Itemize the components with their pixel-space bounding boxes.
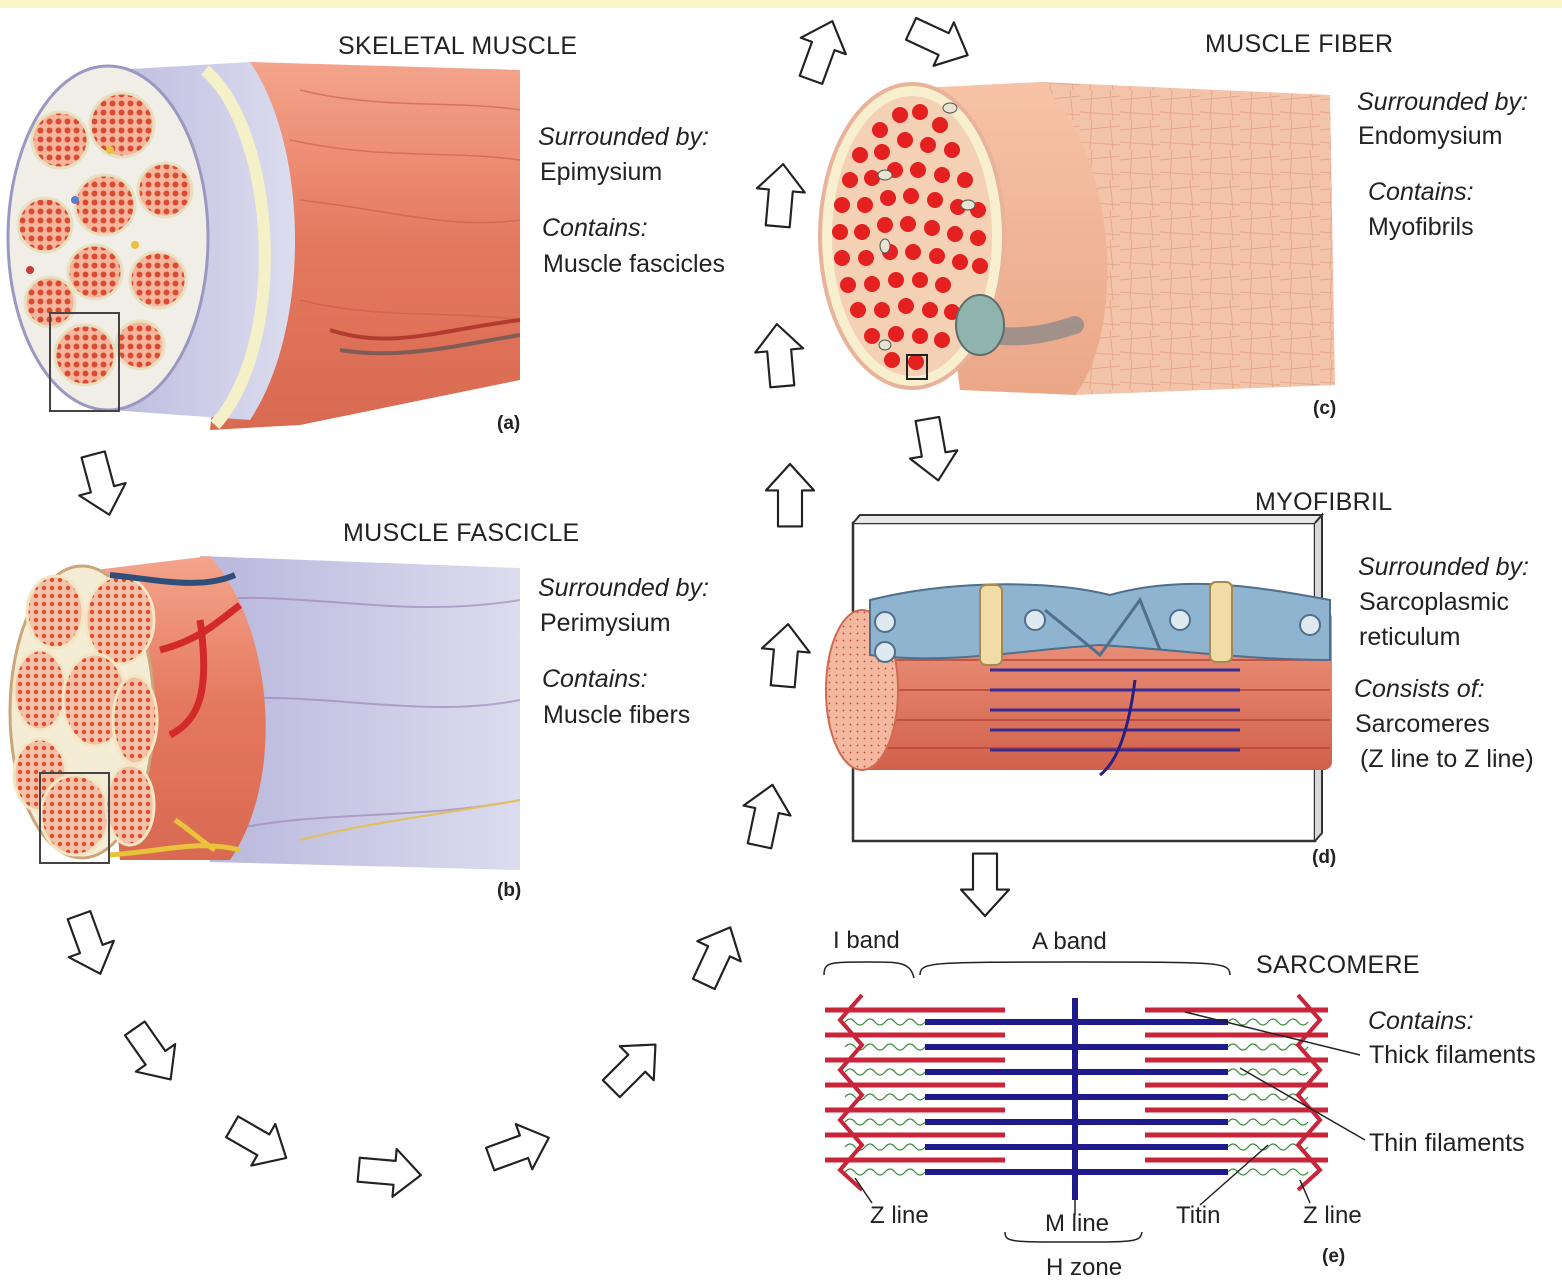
z-line-left-label: Z line [870, 1202, 929, 1231]
panel-a-contains-label: Contains: [542, 213, 648, 243]
panel-c-surrounded-label: Surrounded by: [1357, 87, 1528, 117]
panel-b-contains-label: Contains: [542, 664, 648, 694]
arrow-to-c-icon [901, 7, 978, 77]
panel-a-contains-value: Muscle fascicles [543, 249, 725, 279]
muscle-fiber-drawing [820, 82, 1335, 395]
panel-a-letter: (a) [497, 413, 520, 436]
z-line-right-label: Z line [1303, 1202, 1362, 1231]
thick-filaments-label: Thick filaments [1369, 1040, 1536, 1070]
arrow-b-curve-7-icon [682, 917, 752, 994]
panel-b-surrounded-label: Surrounded by: [538, 573, 709, 603]
panel-a-surrounded-label: Surrounded by: [538, 122, 709, 152]
panel-b-surrounded-value: Perimysium [540, 608, 671, 638]
arrow-b-curve-10-icon [766, 464, 814, 526]
i-band-label: I band [833, 927, 900, 956]
arrow-c-to-d-icon [904, 415, 962, 485]
panel-d-title: MYOFIBRIL [1255, 487, 1392, 517]
panel-a-surrounded-value: Epimysium [540, 157, 662, 187]
arrow-d-to-e-icon [961, 854, 1009, 916]
panel-c-contains-value: Myofibrils [1368, 212, 1474, 242]
panel-c-title: MUSCLE FIBER [1205, 29, 1393, 59]
arrow-b-curve-13-icon [788, 13, 854, 88]
panel-e-title: SARCOMERE [1256, 950, 1420, 980]
thin-filaments-label: Thin filaments [1369, 1128, 1525, 1158]
arrow-b-curve-8-icon [736, 780, 796, 851]
a-band-label: A band [1032, 928, 1107, 957]
arrow-b-curve-9-icon [759, 622, 812, 688]
m-line-label: M line [1045, 1210, 1109, 1239]
arrow-b-curve-3-icon [220, 1106, 298, 1179]
panel-b-contains-value: Muscle fibers [543, 700, 690, 730]
panel-a-title: SKELETAL MUSCLE [338, 31, 577, 61]
panel-c-contains-label: Contains: [1368, 177, 1474, 207]
panel-d-letter: (d) [1312, 847, 1336, 870]
panel-d-consists-value-1: Sarcomeres [1355, 709, 1490, 739]
muscle-fascicle-drawing [10, 556, 520, 870]
panel-d-surrounded-value-2: reticulum [1359, 622, 1460, 652]
panel-c-letter: (c) [1313, 398, 1336, 421]
panel-d-consists-value-2: (Z line to Z line) [1360, 744, 1534, 774]
arrow-b-curve-5-icon [482, 1115, 557, 1181]
panel-c-surrounded-value: Endomysium [1358, 121, 1503, 151]
panel-e-letter: (e) [1322, 1246, 1345, 1269]
myofibril-drawing [826, 515, 1332, 841]
arrow-down-a-to-b-icon [70, 448, 133, 521]
h-zone-label: H zone [1046, 1254, 1122, 1283]
panel-d-consists-label: Consists of: [1354, 674, 1485, 704]
panel-e-contains-label: Contains: [1368, 1006, 1474, 1036]
titin-label: Titin [1176, 1202, 1220, 1231]
panel-b-letter: (b) [497, 880, 521, 903]
skeletal-muscle-drawing [8, 62, 520, 430]
arrow-b-curve-1-icon [56, 907, 122, 982]
panel-d-surrounded-label: Surrounded by: [1358, 552, 1529, 582]
arrow-b-curve-11-icon [753, 322, 806, 388]
panel-d-surrounded-value-1: Sarcoplasmic [1359, 587, 1509, 617]
arrow-b-curve-2-icon [115, 1015, 190, 1094]
arrow-b-curve-4-icon [357, 1146, 423, 1199]
arrow-b-curve-6-icon [594, 1028, 672, 1106]
sarcomere-drawing [824, 962, 1365, 1242]
arrow-b-curve-12-icon [754, 162, 807, 228]
panel-b-title: MUSCLE FASCICLE [343, 518, 580, 548]
